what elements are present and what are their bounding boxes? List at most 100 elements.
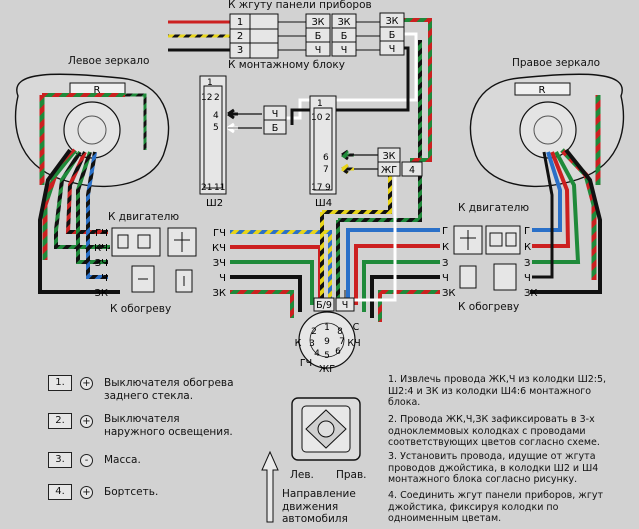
mid-wire-ch-2: Ч bbox=[341, 45, 348, 56]
top-connector-left: 1 2 3 bbox=[229, 13, 279, 59]
left-wire-gch-2: ГЧ bbox=[213, 228, 226, 239]
joystick-device bbox=[291, 397, 361, 461]
right-harness bbox=[530, 148, 602, 294]
legend-text-1: Выключателя обогрева заднего стекла. bbox=[104, 377, 234, 402]
left-wire-zch-2: ЗЧ bbox=[213, 258, 226, 269]
joystick-side-s: С bbox=[353, 322, 360, 333]
joystick-pin-1: 1 bbox=[324, 323, 330, 333]
legend-text-2: Выключателя наружного освещения. bbox=[104, 413, 233, 438]
legend-text-3: Масса. bbox=[104, 454, 141, 466]
sh4-pin-1: 1 bbox=[317, 99, 323, 109]
top-wiring bbox=[168, 18, 432, 162]
joystick-pin-2: 2 bbox=[311, 327, 317, 337]
sh4-block: 1 10 2 6 7 17 9 ЗК ЖГ 4 Ш4 bbox=[309, 95, 423, 209]
left-connectors: ГЧ КЧ ЗЧ Ч ЗК ГЧ КЧ ЗЧ Ч ЗК bbox=[94, 227, 226, 299]
top-connector-mid: ЗК Б Ч ЗК Б Ч bbox=[278, 13, 380, 57]
sh2-wire-ch: Ч bbox=[272, 109, 279, 120]
joystick-side-k: К bbox=[295, 338, 302, 349]
sh2-pin-4: 4 bbox=[213, 111, 219, 121]
right-mirror-r-letter: R bbox=[539, 85, 546, 96]
sh4-pin-2: 2 bbox=[325, 113, 331, 123]
joystick-pin-4: 4 bbox=[314, 349, 320, 359]
sh4-wire-zk: ЗК bbox=[383, 151, 396, 162]
sh2-wire-b: Б bbox=[272, 123, 279, 134]
joystick-pin-7: 7 bbox=[339, 337, 345, 347]
mid-wire-ch: Ч bbox=[315, 45, 322, 56]
joystick-right-label: Прав. bbox=[336, 469, 367, 481]
sh2-pin-5: 5 bbox=[213, 123, 219, 133]
sh4-label: Ш4 bbox=[315, 198, 332, 209]
left-mirror-label: Левое зеркало bbox=[68, 55, 150, 67]
legend-num-4: 4. bbox=[48, 484, 72, 500]
left-wire-gch: ГЧ bbox=[95, 228, 108, 239]
right-wire-k-2: К bbox=[524, 242, 531, 253]
joystick-pin-3: 3 bbox=[309, 339, 315, 349]
mid-wire-b-2: Б bbox=[341, 31, 348, 42]
right-wire-k: К bbox=[442, 242, 449, 253]
right-wire-ch: Ч bbox=[389, 44, 396, 55]
right-connectors: Г К З Ч ЗК Г К З Ч ЗК bbox=[442, 225, 538, 299]
joystick-top-ch: Ч bbox=[342, 300, 349, 311]
mid-wire-zk: ЗК bbox=[312, 17, 325, 28]
left-mirror: R bbox=[14, 73, 170, 188]
top-harness-label: К жгуту панели приборов bbox=[228, 0, 372, 11]
note-1: 1. Извлечь провода ЖК,Ч из колодки Ш2:5,… bbox=[388, 374, 607, 408]
left-heater-label: К обогреву bbox=[110, 303, 172, 315]
sh4-pin-9: 9 bbox=[325, 183, 331, 193]
sh4-wire-zhg: ЖГ bbox=[381, 165, 397, 176]
left-wire-zk-2: ЗК bbox=[212, 288, 226, 299]
right-wire-ch: Ч bbox=[442, 273, 449, 284]
joystick-side-zhg: ЖГ bbox=[319, 364, 335, 375]
legend-num-2: 2. bbox=[48, 413, 72, 429]
mid-wire-zk-2: ЗК bbox=[338, 17, 351, 28]
direction-label: Направление движения автомобиля bbox=[282, 488, 356, 525]
left-wire-kch-2: КЧ bbox=[212, 243, 226, 254]
joystick-left-label: Лев. bbox=[290, 469, 314, 481]
left-wire-ch-2: Ч bbox=[219, 273, 226, 284]
right-wire-g: Г bbox=[442, 226, 448, 237]
sh4-pin-17: 17 bbox=[311, 183, 322, 193]
right-wire-g-2: Г bbox=[524, 226, 530, 237]
right-mirror-label: Правое зеркало bbox=[512, 57, 601, 69]
sh2-label: Ш2 bbox=[206, 198, 223, 209]
legend-text-4: Бортсеть. bbox=[104, 486, 159, 498]
left-engine-label: К двигателю bbox=[108, 211, 180, 223]
sh2-pin-2: 2 bbox=[214, 93, 220, 103]
left-mirror-r-letter: R bbox=[94, 85, 101, 96]
mid-wire-b: Б bbox=[315, 31, 322, 42]
legend-minus-icon-3: - bbox=[80, 454, 93, 467]
mount-block-label: К монтажному блоку bbox=[228, 59, 345, 71]
right-wire-zk: ЗК bbox=[442, 288, 456, 299]
left-harness bbox=[38, 148, 120, 294]
legend-plus-icon-1: + bbox=[80, 377, 93, 390]
right-mirror: R bbox=[469, 73, 625, 188]
left-wire-zch: ЗЧ bbox=[95, 258, 108, 269]
right-wire-b: Б bbox=[389, 30, 396, 41]
note-3: 3. Установить провода, идущие от жгута п… bbox=[388, 451, 599, 485]
right-wire-z: З bbox=[442, 258, 448, 269]
note-4: 4. Соединить жгут панели приборов, жгут … bbox=[388, 490, 604, 524]
top-pin-3: 3 bbox=[237, 45, 243, 56]
top-pin-1: 1 bbox=[237, 17, 243, 28]
top-connector-right: ЗК Б Ч bbox=[379, 12, 405, 56]
sh2-block: 1 12 2 4 5 21 11 Ч Б Ш2 bbox=[199, 75, 287, 209]
right-wire-zk-2: ЗК bbox=[524, 288, 538, 299]
left-wire-ch: Ч bbox=[101, 273, 108, 284]
right-engine-label: К двигателю bbox=[458, 202, 530, 214]
sh4-pin-7: 7 bbox=[323, 165, 329, 175]
joystick-pin-9: 9 bbox=[324, 337, 330, 347]
sh4-extra-4: 4 bbox=[409, 165, 415, 176]
right-wire-ch-2: Ч bbox=[524, 273, 531, 284]
sh4-pin-6: 6 bbox=[323, 153, 329, 163]
sh2-pin-21: 21 bbox=[201, 183, 212, 193]
legend-num-3: 3. bbox=[48, 452, 72, 468]
right-heater-label: К обогреву bbox=[458, 301, 520, 313]
sh4-pin-10: 10 bbox=[311, 113, 323, 123]
joystick-top-b9: Б/9 bbox=[316, 300, 332, 311]
joystick-pin-5: 5 bbox=[324, 351, 330, 361]
right-wire-z-2: З bbox=[524, 258, 530, 269]
left-wire-kch: КЧ bbox=[94, 243, 108, 254]
joystick-pin-8: 8 bbox=[337, 327, 343, 337]
